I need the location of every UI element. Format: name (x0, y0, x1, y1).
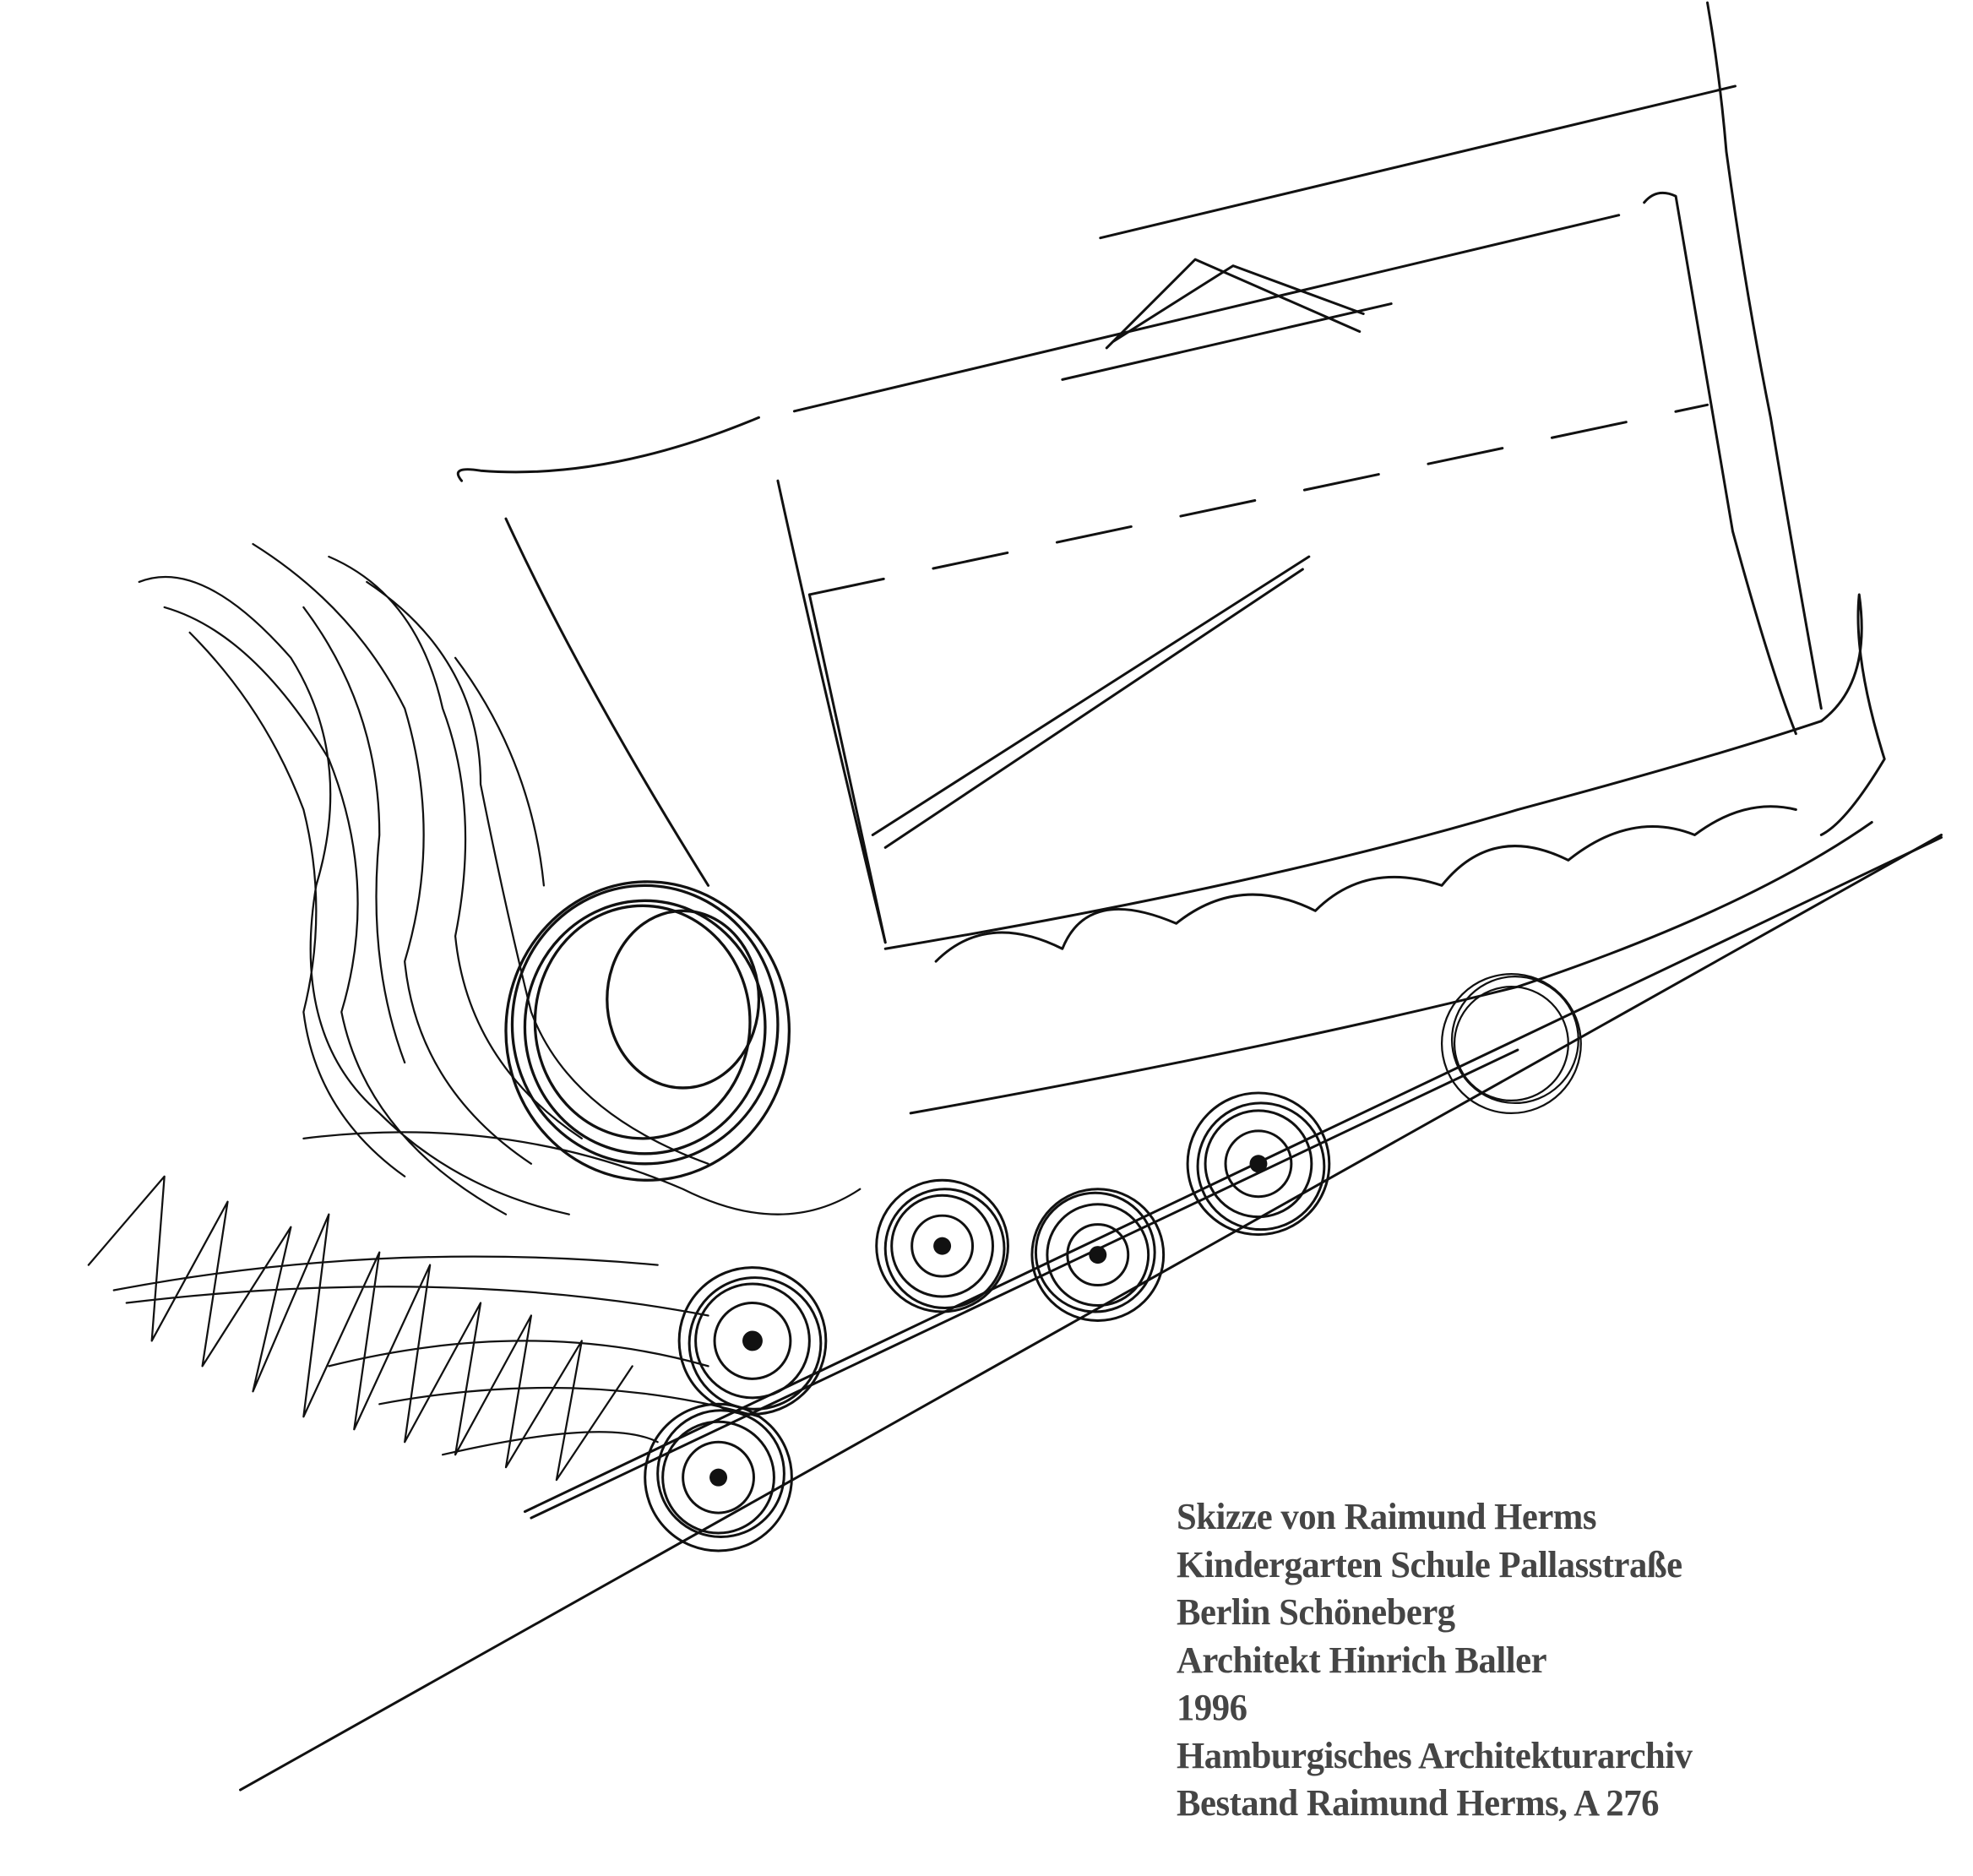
caption-project: Kindergarten Schule Pallasstraße (1177, 1543, 1682, 1585)
caption-architect: Architekt Hinrich Baller (1177, 1639, 1547, 1681)
hull-top (883, 720, 1823, 950)
caption-archive: Hamburgisches Architekturarchiv (1177, 1734, 1693, 1776)
mast (871, 555, 1311, 849)
post-left (776, 479, 887, 944)
roof-line-second (792, 214, 1621, 413)
wheel-hub (1249, 1155, 1268, 1173)
wheel (1186, 1091, 1331, 1237)
hull-bottom (909, 820, 1873, 1115)
caption-location: Berlin Schöneberg (1177, 1591, 1455, 1633)
roof-triangle (1105, 258, 1365, 350)
wheel-hub (933, 1237, 952, 1255)
hull-bumps (934, 805, 1797, 963)
post-mid (504, 517, 710, 887)
wheel (644, 1402, 793, 1552)
wheel (1440, 973, 1582, 1115)
right-post-inner (1643, 191, 1797, 736)
caption-year: 1996 (1177, 1687, 1247, 1728)
wheel (1030, 1188, 1166, 1322)
ramp-inner (523, 835, 1943, 1520)
right-post (1706, 1, 1823, 710)
post-right (807, 593, 887, 944)
wheel-hub (1089, 1246, 1107, 1264)
wheel (677, 1266, 828, 1416)
wheel-hub (709, 1468, 728, 1487)
wheel-hub (742, 1330, 763, 1351)
caption-title: Skizze von Raimund Herms (1177, 1496, 1596, 1537)
roof-diagonal (1061, 302, 1393, 381)
bow-scribbles (138, 542, 709, 1215)
caption-holding: Bestand Raimund Herms, A 276 (1177, 1782, 1659, 1824)
hatching (87, 1175, 709, 1482)
spiral-ring (504, 880, 791, 1182)
front-edge (456, 416, 760, 482)
waves-lower (302, 1131, 861, 1456)
wheel (875, 1178, 1009, 1313)
roof-line-top (1099, 84, 1737, 240)
sketch-caption: Skizze von Raimund Herms Kindergarten Sc… (1177, 1493, 1708, 1828)
dashed-line (807, 403, 1709, 596)
stern-curve (1819, 593, 1886, 836)
